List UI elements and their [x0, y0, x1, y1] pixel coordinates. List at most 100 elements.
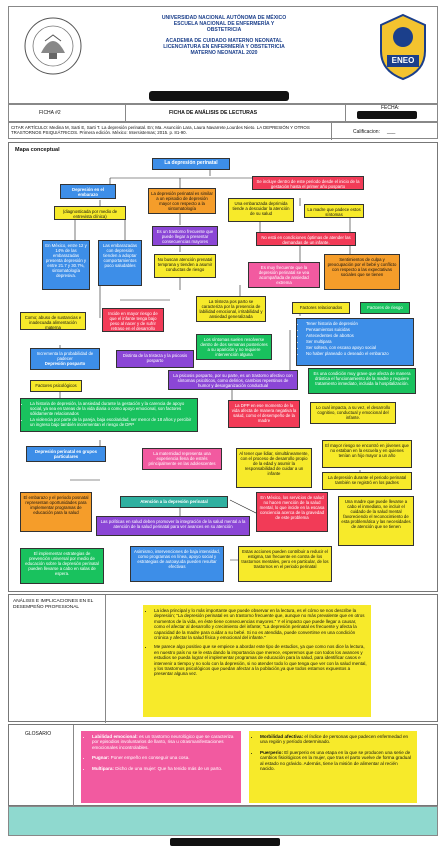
map-embarazadas: Las embarazadas con depresión tienden a …: [98, 240, 142, 286]
glosario-label: GLOSARIO: [25, 731, 52, 737]
ficha-divider: [125, 105, 126, 123]
gloss-def: Dicho de una mujer: Que ha tenido más de…: [115, 765, 223, 771]
map-depresion-dur: La depresión durante el periodo perinata…: [322, 472, 412, 490]
gloss-def: El puerperio es una etapa en la que se p…: [260, 749, 411, 772]
map-nopuede: Una madre que puede llevarse a cabo el i…: [338, 496, 414, 546]
risk-item: Tener historia de depresión: [306, 321, 411, 326]
degree-name: LICENCIATURA EN ENFERMERÍA Y OBSTETRICIA: [163, 44, 285, 50]
psico-item: La historia de depresión, la ansiedad du…: [30, 401, 195, 416]
map-condicion: Es una condición muy grave que afecta de…: [308, 368, 416, 394]
gloss-item: Labilidad emocional: es un trastorno neu…: [92, 734, 237, 750]
eneo-logo: ENEO: [377, 11, 429, 83]
map-politicas: Las políticas en salud deben promover la…: [96, 516, 250, 536]
gloss-term: Morbilidad afectiva:: [260, 734, 304, 739]
map-mexico: En México, entre 12 y 14% de las embaraz…: [42, 240, 90, 290]
map-madre: La madre que padece estos síntomas: [304, 204, 364, 218]
gloss-term: Pugnar:: [92, 755, 110, 761]
psico-item: La violencia por parte de la pareja, baj…: [30, 417, 195, 427]
analisis-p1: La idea principal y lo más importante qu…: [154, 608, 367, 640]
gloss-item: Morbilidad afectiva: el índice de person…: [260, 734, 413, 745]
gloss-item: Pugnar: Poner empeño en conseguir una co…: [92, 755, 237, 760]
ficha-divider-2: [345, 105, 346, 123]
glosario-right: Morbilidad afectiva: el índice de person…: [249, 731, 417, 803]
map-similar: La depresión perinatal es similar a un e…: [148, 188, 216, 214]
analisis-list: La idea principal y lo más importante qu…: [147, 608, 367, 677]
academy-name: ACADEMIA DE CUIDADO MATERNO NEONATAL: [165, 38, 283, 44]
gloss-term: Multipara:: [92, 765, 114, 771]
risk-item: Antecedentes de abortos: [306, 333, 411, 338]
gloss-def: el índice de personas que padecen enferm…: [260, 734, 409, 745]
map-consumo: Como; abuso de sustancias e inadecuada a…: [20, 312, 86, 330]
map-dep-posparto: Depresión posparto: [44, 360, 86, 366]
gloss-term: Labilidad emocional:: [92, 734, 138, 739]
map-factores-rel: Factores relacionados: [292, 302, 350, 314]
gloss-item: Multipara: Dicho de una mujer: Que ha te…: [92, 766, 237, 771]
glosario-left: Labilidad emocional: es un trastorno neu…: [81, 731, 241, 803]
map-impacta: Lo cual impacta, a su vez, el desarrollo…: [310, 402, 396, 424]
map-center: La depresión perinatal: [152, 158, 230, 170]
glosario-right-list: Morbilidad afectiva: el índice de person…: [253, 734, 413, 771]
footer-band: [8, 806, 438, 836]
risk-item: Ser multipara: [306, 339, 411, 344]
map-acciones: Estas acciones pueden contribuir a reduc…: [238, 546, 332, 582]
gloss-def: Poner empeño en conseguir una cosa.: [110, 755, 190, 761]
eneo-logo-text: ENEO: [391, 56, 415, 65]
map-mexico-salud: En México, los servicios de salud no hac…: [256, 492, 328, 532]
citation-text: CITAR ARTÍCULO: Medina M, Sarti E, Sarti…: [11, 125, 310, 136]
map-tristeza: La tristeza pos parto se caracteriza por…: [196, 296, 266, 322]
map-psicosis: La psicosis posparto, por su parte, es u…: [168, 370, 298, 390]
map-psico-list: La historia de depresión, la ansiedad du…: [20, 398, 198, 432]
course-name: MATERNO NEONATAL 2020: [190, 50, 258, 56]
redacted-bar: [149, 91, 289, 101]
gloss-term: Puerperio:: [260, 749, 283, 755]
map-dpp: La DPP en ese momento de la vida afecta …: [228, 400, 300, 428]
unam-seal-logo: [23, 15, 83, 77]
header: UNIVERSIDAD NACIONAL AUTÓNOMA DE MÉXICO …: [8, 6, 438, 104]
map-asimismo: Asimismo, intervenciones de baja intensi…: [130, 546, 224, 582]
map-distinta: Distinta de la tristeza y la psicosis po…: [116, 350, 194, 368]
map-incluyen: Se incluye dentro de este periodo desde …: [252, 176, 364, 190]
univ-name: UNIVERSIDAD NACIONAL AUTÓNOMA DE MÉXICO: [161, 15, 287, 21]
school-name: ESCUELA NACIONAL DE ENFERMERÍA Y: [173, 21, 275, 27]
glosario-divider: [73, 725, 74, 807]
map-incrementa: Incrementa la probabilidad de padecer De…: [30, 348, 100, 370]
analisis-p2: Me parece algo positivo que se empiece a…: [154, 644, 367, 676]
citation-divider: [331, 123, 332, 140]
map-mayor-riesgo: El mayor riesgo se encontró en jóvenes q…: [322, 440, 412, 468]
header-text: UNIVERSIDAD NACIONAL AUTÓNOMA DE MÉXICO …: [99, 15, 349, 56]
mapa-label: Mapa conceptual: [15, 147, 60, 153]
psico-list: La historia de depresión, la ansiedad du…: [23, 401, 195, 427]
map-tener: Al tener que lidiar, simultáneamente, co…: [236, 448, 312, 488]
risk-item: Ser soltera, con escaso apoyo social: [306, 345, 411, 350]
map-embarazo-per: El embarazo y el periodo posnatal repres…: [20, 492, 92, 532]
footer-redacted: [170, 838, 280, 846]
map-diag: (diagnosticada por medio de entrevista c…: [54, 206, 126, 220]
calificacion-value: ___: [387, 129, 396, 135]
fecha-label: FECHA:: [381, 105, 400, 111]
calificacion-label: Calificacion:: [353, 129, 380, 135]
map-grupos: Depresión perinatal en grupos particular…: [26, 446, 106, 462]
map-nobuscan: No buscan atención prenatal temprana y t…: [154, 254, 216, 278]
map-implementar: El implementar estrategias de prevención…: [20, 548, 104, 584]
ficha-title: FICHA DE ANÁLISIS DE LECTURAS: [169, 110, 258, 116]
analisis-divider: [105, 595, 106, 723]
risk-item: No haber planeado o deseado el embarazo: [306, 351, 411, 356]
map-risk-list: Tener historia de depresión Pensamientos…: [296, 318, 414, 366]
map-muyfrec: Es muy frecuente que la depresión perina…: [248, 262, 320, 288]
map-embdeprimida: Una embarazada deprimida tiende a descui…: [228, 198, 294, 222]
risk-item: Pensamientos suicidas: [306, 327, 411, 332]
map-frecuente: Es un trastorno frecuente que puede lleg…: [152, 226, 218, 246]
analisis-label: ANÁLISIS E IMPLICACIONES EN EL DESEMPEÑO…: [13, 599, 94, 610]
map-sentimientos: Sentimientos de culpa y preocupación por…: [324, 254, 400, 290]
map-incrementa-text: Incrementa la probabilidad de padecer: [36, 350, 94, 361]
glosario-left-list: Labilidad emocional: es un trastorno neu…: [85, 734, 237, 771]
info-row: FICHA #2 FICHA DE ANÁLISIS DE LECTURAS F…: [8, 104, 438, 123]
map-embarazo: Depresión en el embarazo: [60, 184, 116, 199]
gloss-item: Puerperio: El puerperio es una etapa en …: [260, 750, 413, 772]
map-noesta: No está en condiciones óptimas de atende…: [256, 232, 356, 246]
gloss-def: es un trastorno neurológico que se carac…: [92, 734, 234, 750]
analisis-section: ANÁLISIS E IMPLICACIONES EN EL DESEMPEÑO…: [8, 594, 438, 723]
map-incide: Incide en mayor riesgo de que el infante…: [102, 308, 164, 332]
fecha-redacted: [357, 111, 417, 119]
